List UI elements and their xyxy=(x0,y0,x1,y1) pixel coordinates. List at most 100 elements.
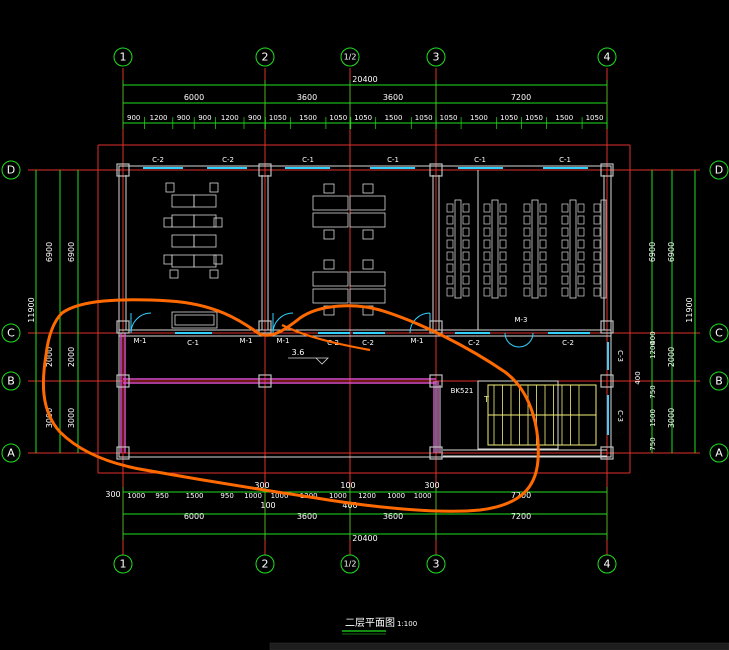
axis-bubble-right-d[interactable]: D xyxy=(709,160,729,180)
classroom-seat xyxy=(577,275,585,285)
dim-top-2: 3600 xyxy=(297,93,317,102)
window-label: C-2 xyxy=(562,339,574,347)
top-sub-dim: 1500 xyxy=(299,114,317,122)
classroom-seat xyxy=(483,251,491,261)
axis-bubble-left-a[interactable]: A xyxy=(1,443,21,463)
axis-bubble-top-3[interactable]: 3 xyxy=(426,47,446,67)
classroom-seat xyxy=(483,215,491,225)
classroom-seat xyxy=(577,215,585,225)
total-height-left: 11900 xyxy=(27,297,36,322)
classroom-seat xyxy=(446,203,454,213)
axis-label: A xyxy=(7,447,15,460)
dim-bottom-2: 3600 xyxy=(297,512,317,521)
dim-right-outer-2: 1200 xyxy=(649,341,657,359)
beams xyxy=(120,333,439,453)
classroom-seat xyxy=(561,251,569,261)
axis-label: C xyxy=(7,327,15,340)
axis-bubble-bottom-2[interactable]: 2 xyxy=(255,554,275,574)
elevation-mark: 3.6 xyxy=(288,348,329,365)
dim-right-outer-6: 750 xyxy=(649,437,657,450)
axis-bubble-right-b[interactable]: B xyxy=(709,371,729,391)
classroom-seat xyxy=(539,287,547,297)
axis-label: 4 xyxy=(604,558,611,571)
window-label: C-1 xyxy=(559,156,571,164)
classroom-seat xyxy=(462,251,470,261)
axis-bubble-top-4[interactable]: 4 xyxy=(597,47,617,67)
windows xyxy=(143,167,609,435)
classroom-seat xyxy=(446,227,454,237)
classroom-seat xyxy=(593,215,601,225)
classroom-seat xyxy=(539,215,547,225)
top-sub-dim: 1500 xyxy=(385,114,403,122)
classroom-seat xyxy=(462,287,470,297)
axis-bubble-top-1-2[interactable]: 1/2 xyxy=(340,47,360,67)
axis-bubble-right-c[interactable]: C xyxy=(709,323,729,343)
axis-label: 1 xyxy=(120,51,127,64)
axis-label: B xyxy=(715,375,723,388)
axis-bubble-left-c[interactable]: C xyxy=(1,323,21,343)
dim-left-outer-2: 2000 xyxy=(67,347,76,367)
dim-bottom-1: 6000 xyxy=(184,512,204,521)
dim-bottom-3: 3600 xyxy=(383,512,403,521)
window-label: C-2 xyxy=(222,156,234,164)
axis-bubble-bottom-1-2[interactable]: 1/2 xyxy=(340,554,360,574)
classroom-seat xyxy=(577,263,585,273)
drawing-scale: 1:100 xyxy=(397,620,417,628)
axis-label: B xyxy=(7,375,15,388)
classroom-seat xyxy=(499,275,507,285)
axis-bubble-bottom-3[interactable]: 3 xyxy=(426,554,446,574)
axis-bubble-left-d[interactable]: D xyxy=(1,160,21,180)
top-sub-dim: 1200 xyxy=(221,114,239,122)
classroom-seat xyxy=(523,263,531,273)
dim-bottom-misc-3: 100 xyxy=(260,501,275,510)
classroom-seat xyxy=(561,287,569,297)
markup-arrow xyxy=(281,324,371,352)
stair-steps xyxy=(493,385,580,445)
bottom-sub-dim: 1200 xyxy=(358,492,376,500)
classroom-seat xyxy=(446,263,454,273)
top-sub-dim: 1050 xyxy=(415,114,433,122)
top-sub-dim: 1050 xyxy=(269,114,287,122)
axis-bubble-bottom-4[interactable]: 4 xyxy=(597,554,617,574)
stair-mark: T xyxy=(483,395,489,404)
classroom-seat xyxy=(577,287,585,297)
drawing-title: 二层平面图 xyxy=(345,617,395,629)
command-panel[interactable] xyxy=(269,642,729,650)
dim-bottom-misc-1: 300 xyxy=(105,490,120,499)
drawing-title-block: 二层平面图 1:100 xyxy=(342,617,417,635)
classroom-seat xyxy=(539,239,547,249)
markup-annotation[interactable] xyxy=(41,298,540,513)
dim-top-1: 6000 xyxy=(184,93,204,102)
axis-bubble-left-b[interactable]: B xyxy=(1,371,21,391)
axis-label: 1/2 xyxy=(344,560,357,569)
axis-label: 2 xyxy=(262,51,269,64)
classroom-seat xyxy=(539,203,547,213)
total-height-right: 11900 xyxy=(685,297,694,322)
axis-bubble-right-a[interactable]: A xyxy=(709,443,729,463)
top-sub-dim: 1050 xyxy=(586,114,604,122)
classroom-seat xyxy=(462,203,470,213)
dim-right-outer-3: 400 xyxy=(649,331,657,344)
axis-label: 2 xyxy=(262,558,269,571)
top-sub-dim: 900 xyxy=(198,114,211,122)
columns xyxy=(116,163,614,460)
classroom-seat xyxy=(593,251,601,261)
axis-bubble-top-1[interactable]: 1 xyxy=(113,47,133,67)
window-label: C-1 xyxy=(387,156,399,164)
axis-bubble-bottom-1[interactable]: 1 xyxy=(113,554,133,574)
classroom-seat xyxy=(593,275,601,285)
axis-bubble-top-2[interactable]: 2 xyxy=(255,47,275,67)
axis-label: 1/2 xyxy=(344,53,357,62)
door-label: M-1 xyxy=(239,337,252,345)
dim-left-outer-3: 3000 xyxy=(67,408,76,428)
dim-bottom-4: 7200 xyxy=(511,512,531,521)
classroom-seat xyxy=(561,239,569,249)
classroom-seat xyxy=(523,251,531,261)
dim-bottom-misc-5: 300 xyxy=(424,481,439,490)
top-sub-dim: 1500 xyxy=(555,114,573,122)
classroom-seat xyxy=(539,275,547,285)
furniture-office-2 xyxy=(312,183,386,316)
axis-label: 1 xyxy=(120,558,127,571)
